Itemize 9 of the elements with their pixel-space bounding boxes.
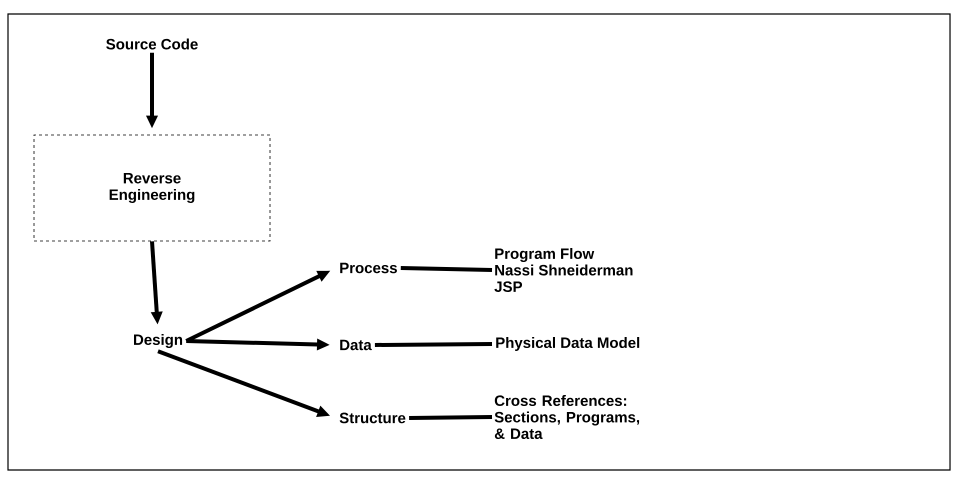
label-text: Source Code: [106, 38, 198, 50]
process-box: Reverse Engineering: [34, 134, 270, 242]
label-text: Physical Data Model: [496, 337, 640, 351]
label-text: Data: [340, 340, 372, 350]
label-text: Design: [134, 334, 182, 348]
item-list: Program Flow Nassi Shneiderman JSP: [494, 248, 632, 292]
label-text: Structure: [340, 412, 406, 424]
label-text: Process: [340, 262, 397, 274]
note-text: Cross References: Sections, Programs, & Data: [494, 395, 640, 439]
